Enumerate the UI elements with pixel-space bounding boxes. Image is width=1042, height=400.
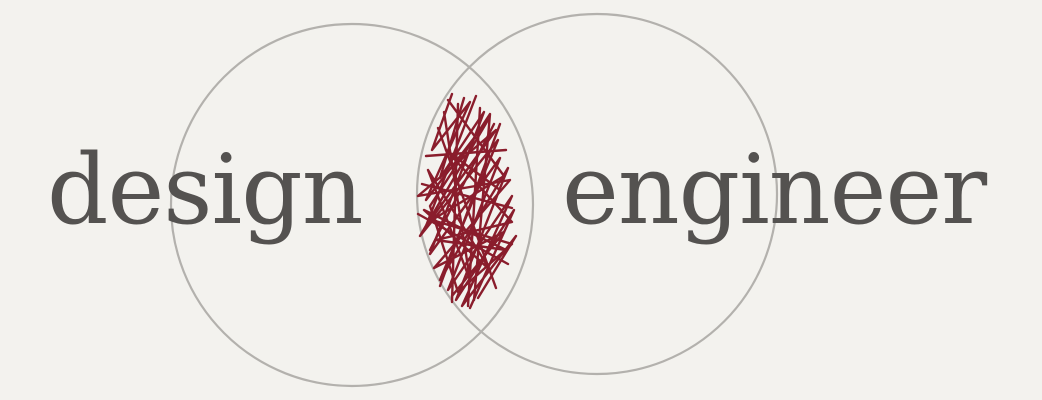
left-circle <box>169 22 535 388</box>
design-label: design <box>47 134 364 246</box>
right-circle <box>415 12 779 376</box>
intersection-scribble <box>416 92 518 310</box>
engineer-label: engineer <box>562 134 987 246</box>
